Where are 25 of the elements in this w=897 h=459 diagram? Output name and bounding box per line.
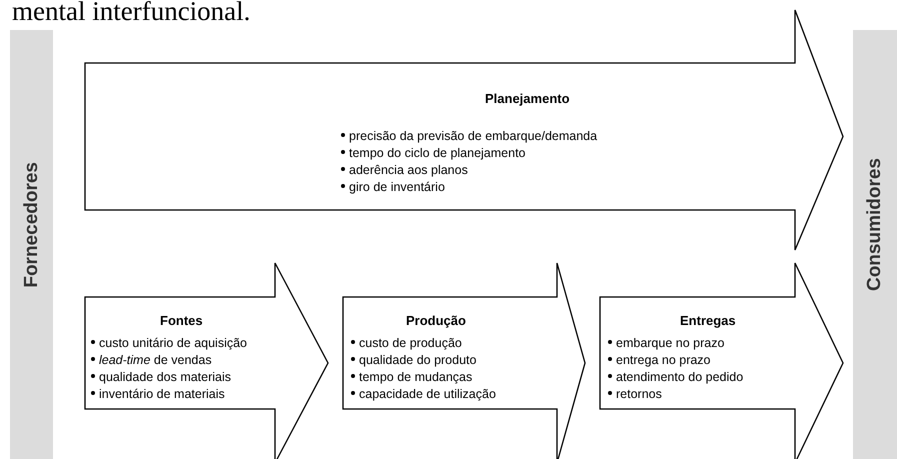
- bullet-text: lead-time de vendas: [99, 353, 212, 367]
- text-fragment: mental interfuncional.: [12, 0, 250, 27]
- heading: Entregas: [680, 313, 736, 328]
- bullet-text: entrega no prazo: [616, 353, 711, 367]
- bullet-text: giro de inventário: [349, 180, 445, 194]
- bullet-text: retornos: [616, 387, 662, 401]
- side-band: [853, 30, 897, 459]
- bullet-text: precisão da previsão de embarque/demanda: [349, 129, 598, 143]
- bullet-text: inventário de materiais: [99, 387, 225, 401]
- bullet-text: capacidade de utilização: [359, 387, 496, 401]
- bullet-text: atendimento do pedido: [616, 370, 744, 384]
- bullet-text: custo unitário de aquisição: [99, 336, 248, 350]
- band-label: Consumidores: [864, 158, 886, 292]
- bullet-text: tempo do ciclo de planejamento: [349, 146, 526, 160]
- bullet-text: embarque no prazo: [616, 336, 724, 350]
- bullet-text: qualidade dos materiais: [99, 370, 232, 384]
- heading: Produção: [406, 313, 466, 328]
- heading: Planejamento: [485, 91, 570, 106]
- side-band: [10, 30, 53, 459]
- bullet-text: tempo de mudanças: [359, 370, 472, 384]
- bullet-text: custo de produção: [359, 336, 462, 350]
- bullet-text: aderência aos planos: [349, 163, 468, 177]
- heading: Fontes: [160, 313, 203, 328]
- band-label: Fornecedores: [20, 162, 42, 288]
- bullet-text: qualidade do produto: [359, 353, 476, 367]
